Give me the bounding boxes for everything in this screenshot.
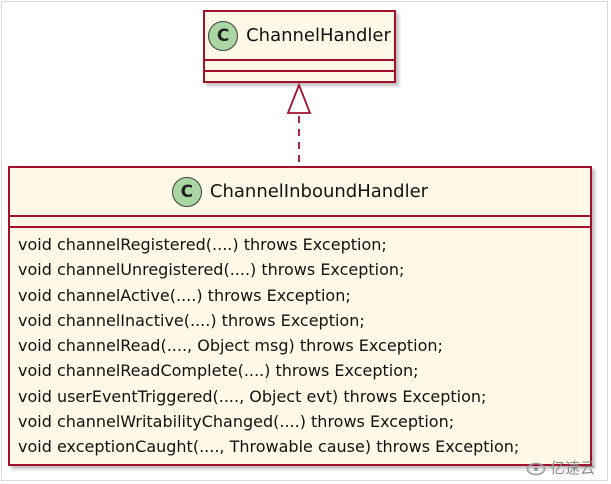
watermark: 亿速云 xyxy=(526,457,595,478)
class-channelhandler: C ChannelHandler xyxy=(203,10,396,83)
attributes-compartment xyxy=(10,215,590,226)
yisu-cloud-logo-icon xyxy=(526,462,546,475)
method-item: void channelUnregistered(....) throws Ex… xyxy=(18,260,405,280)
watermark-text: 亿速云 xyxy=(549,459,595,477)
class-header: C ChannelHandler xyxy=(205,12,394,59)
method-item: void channelInactive(....) throws Except… xyxy=(18,310,365,330)
attributes-compartment xyxy=(205,59,394,70)
methods-compartment xyxy=(205,70,394,81)
class-header: C ChannelInboundHandler xyxy=(10,168,590,215)
method-item: void channelActive(....) throws Exceptio… xyxy=(18,285,351,305)
class-name: ChannelInboundHandler xyxy=(209,181,429,202)
hollow-triangle-arrowhead xyxy=(286,82,312,114)
method-item: void channelRegistered(....) throws Exce… xyxy=(18,235,387,254)
method-item: void channelRead(...., Object msg) throw… xyxy=(18,336,443,356)
method-item: void exceptionCaught(...., Throwable cau… xyxy=(18,437,520,457)
method-list: void channelRegistered(....) throws Exce… xyxy=(10,228,590,460)
method-item: void channelWritabilityChanged(....) thr… xyxy=(18,412,455,432)
class-channelinboundhandler: C ChannelInboundHandler void channelRegi… xyxy=(8,166,592,466)
method-item: void channelReadComplete(....) throws Ex… xyxy=(18,361,419,381)
class-name: ChannelHandler xyxy=(246,25,391,46)
methods-compartment: void channelRegistered(....) throws Exce… xyxy=(10,226,590,460)
class-stereotype-icon: C xyxy=(171,176,202,207)
method-item: void userEventTriggered(...., Object evt… xyxy=(18,386,487,406)
class-stereotype-icon: C xyxy=(208,20,239,51)
